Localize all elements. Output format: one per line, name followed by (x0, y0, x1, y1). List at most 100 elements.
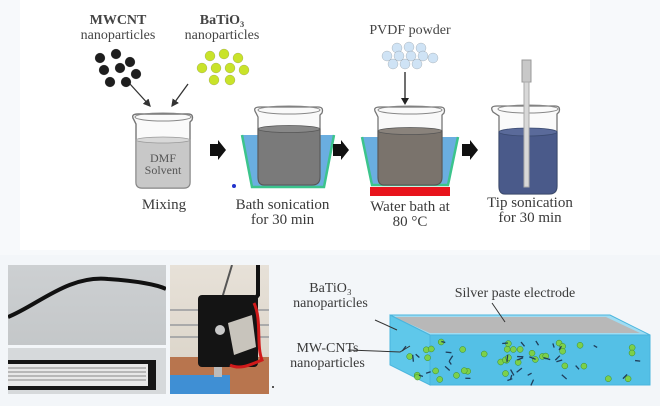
batio3-nanoparticle (432, 367, 439, 375)
batio3-nanoparticle (460, 367, 468, 374)
batio3-nanoparticle (605, 375, 612, 382)
mwcnt-nanotube (445, 351, 452, 354)
batio3-nanoparticle (436, 376, 443, 383)
batio3-nanoparticle (406, 353, 413, 360)
pvdf-particle (399, 58, 411, 70)
mwcnt-nanotube (415, 353, 420, 358)
mwcnt-nanotube (448, 360, 452, 365)
batio3-label: BaTiO₃ nanoparticles (184, 13, 260, 43)
composite-slab-schematic (347, 302, 651, 386)
mwcnt-label: MWCNT nanoparticles (80, 13, 156, 43)
3d-printer-extruder-photo (170, 265, 269, 394)
pvdf-particles-icon (381, 41, 439, 70)
batio3-particle (196, 62, 208, 74)
batio3-nanoparticle (528, 349, 536, 357)
mwcnt-nanotube (510, 369, 515, 376)
batio3-nanoparticle (503, 346, 511, 353)
mwcnt-schematic-label: MW-CNTs nanoparticles (290, 341, 365, 371)
batio3-nanoparticle (576, 342, 584, 349)
mwcnt-nanotube (507, 378, 513, 382)
slab-particles (401, 338, 641, 386)
pvdf-particle (411, 58, 423, 70)
step-tip-sonication-label: Tip sonication for 30 min (487, 195, 573, 226)
batio3-particle (224, 74, 236, 86)
batio3-particle (224, 62, 236, 74)
batio3-arrow-icon (171, 83, 189, 108)
mwcnt-nanotube (448, 355, 454, 362)
mwcnt-pointer (347, 345, 411, 353)
batio3-nanoparticle (580, 362, 588, 370)
batio3-nanoparticle (559, 347, 566, 355)
mwcnt-arrow-icon (129, 83, 151, 107)
batio3-nanoparticle (480, 350, 488, 358)
mwcnt-nanotube (622, 373, 628, 380)
mwcnt-particle (120, 76, 132, 88)
batio3-nanoparticle (628, 344, 636, 351)
mwcnt-nanotube (530, 379, 535, 386)
mwcnt-nanotube (506, 355, 509, 362)
mwcnt-nanotube (575, 365, 580, 370)
mwcnt-nanotube (412, 354, 415, 362)
step-bath-sonication-label: Bath sonication for 30 min (235, 197, 330, 228)
batio3-particle (218, 48, 230, 60)
step-arrow-1-icon (210, 140, 226, 160)
mwcnt-nanotube (441, 340, 446, 344)
mwcnt-nanotube (425, 371, 431, 374)
step-water-bath-label: Water bath at 80 °C (370, 199, 450, 230)
mwcnt-particles-icon (94, 48, 142, 88)
pvdf-particle (403, 41, 415, 53)
batio3-nanoparticle (453, 372, 460, 379)
mwcnt-nanotube (543, 357, 551, 361)
sonicator-probe (523, 81, 530, 188)
batio3-nanoparticle (516, 346, 524, 353)
batio3-nanoparticle (502, 370, 509, 377)
sonicator-probe-head (521, 59, 532, 83)
mwcnt-nanotube (527, 372, 532, 376)
pvdf-particle (381, 50, 393, 62)
step-arrow-2-icon (333, 140, 349, 160)
mwcnt-particle (110, 48, 122, 60)
filament-photo (8, 265, 166, 345)
batio3-pointer (374, 319, 398, 331)
bath-sonication-beaker-icon (240, 105, 336, 189)
mixing-beaker-icon (131, 112, 194, 189)
silver-paste-electrode (394, 317, 640, 333)
mwcnt-nanotube (561, 374, 568, 380)
batio3-nanoparticle (505, 354, 512, 361)
input-arrows (129, 83, 189, 108)
mwcnt-particle (130, 68, 142, 80)
dmf-solvent-label: DMF Solvent (144, 151, 182, 177)
mwcnt-particle (114, 62, 126, 74)
dot-marker (272, 386, 274, 388)
pvdf-particle (393, 50, 405, 62)
batio3-schematic-label: BaTiO₃ nanoparticles (293, 281, 368, 311)
water-bath-beaker-icon (360, 105, 460, 196)
batio3-nanoparticle (428, 345, 435, 353)
mwcnt-nanotube (635, 359, 641, 362)
batio3-particle (238, 64, 250, 76)
mwcnt-particle (104, 76, 116, 88)
pvdf-arrow-icon (401, 72, 409, 105)
mwcnt-nanotube (529, 356, 536, 360)
batio3-nanoparticle (624, 375, 632, 383)
batio3-particle (204, 50, 216, 62)
batio3-nanoparticle (561, 362, 569, 370)
batio3-particle (208, 74, 220, 86)
mwcnt-nanotube (556, 359, 563, 363)
pvdf-particle (427, 52, 439, 64)
batio3-particle (210, 62, 222, 74)
pvdf-particle (417, 50, 429, 62)
pvdf-particle (405, 50, 417, 62)
mwcnt-nanotube (418, 374, 424, 377)
mwcnt-nanotube (554, 355, 561, 361)
mwcnt-nanotube (516, 367, 523, 373)
heater-plate (370, 187, 450, 196)
pvdf-particle (387, 58, 399, 70)
printed-electrode-photo (8, 348, 166, 394)
electrode-pointer (491, 302, 506, 323)
mwcnt-nanotube (552, 343, 555, 348)
mwcnt-nanotube (520, 341, 526, 347)
batio3-nanoparticle (459, 346, 466, 353)
batio3-nanoparticle (424, 354, 431, 362)
batio3-particles-icon (196, 48, 250, 86)
